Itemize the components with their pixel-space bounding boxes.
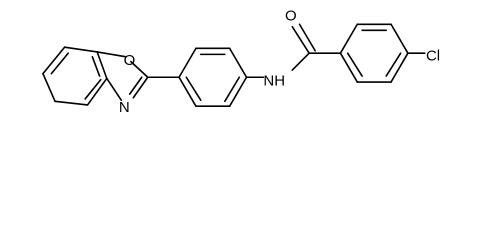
chlorine-label: Cl <box>426 47 440 64</box>
oxazole-ring <box>96 51 149 101</box>
chemical-structure-diagram: O N NH O Cl <box>42 8 440 116</box>
chlorophenyl-ring <box>339 23 409 83</box>
oxazole-oxygen-label: O <box>124 52 136 69</box>
central-phenylene-ring <box>178 47 248 107</box>
oxazole-nitrogen-label: N <box>119 99 130 116</box>
amide-nh-label: NH <box>263 73 285 90</box>
structure-scaled-group: O N NH O Cl <box>42 8 440 116</box>
carbonyl-group <box>291 23 316 54</box>
amide-n-c-bond <box>291 52 310 71</box>
carbonyl-oxygen-label: O <box>285 8 297 25</box>
benzoxazole-benzene-ring <box>42 46 108 106</box>
